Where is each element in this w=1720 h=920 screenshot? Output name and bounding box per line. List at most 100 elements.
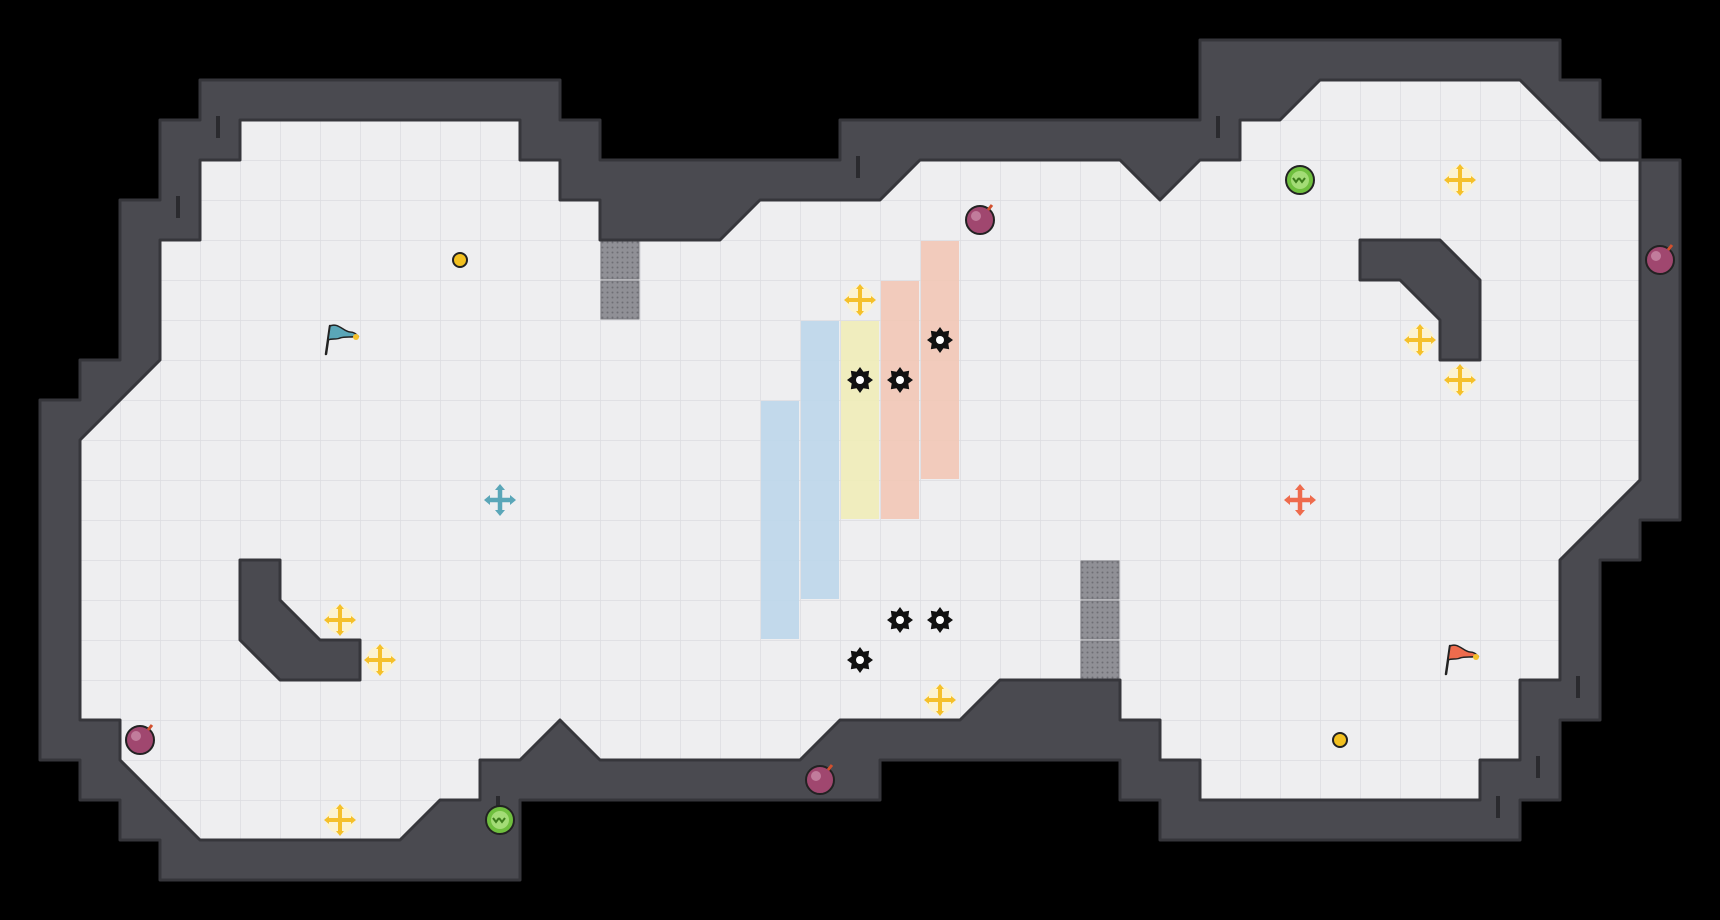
powerup-arrow [336, 804, 344, 809]
powerup-arrow [1456, 164, 1464, 169]
powerup-arrow [1471, 376, 1476, 384]
powerup-cross [1447, 367, 1473, 393]
powerup-arrow [1444, 176, 1449, 184]
boost-chevrons [1292, 177, 1306, 184]
powerup-arrow [936, 684, 944, 689]
red-zone [881, 281, 919, 519]
spawn-arrow [484, 495, 490, 505]
powerup-arrow [351, 616, 356, 624]
powerup-arrow [1456, 191, 1464, 196]
bomb-shine [811, 771, 821, 781]
powerup-arrow [936, 711, 944, 716]
dotted-block [1080, 640, 1120, 680]
powerup-arrow [364, 656, 369, 664]
flag-tip [353, 334, 359, 340]
powerup-arrow [351, 816, 356, 824]
powerup-icon [1444, 164, 1476, 196]
neutral-zone [841, 321, 879, 519]
powerup-icon [324, 604, 356, 636]
spawn-arrow [495, 484, 505, 490]
wall-notch [1216, 116, 1220, 138]
bomb-fuse [1666, 244, 1674, 251]
bomb-fuse [986, 204, 994, 211]
powerup-arrow [1416, 351, 1424, 356]
spike-center [856, 656, 864, 664]
powerup-arrow [844, 296, 849, 304]
flag-icon [324, 324, 360, 356]
powerup-cross [847, 287, 873, 313]
inner-wall-left [238, 558, 362, 682]
bomb-shine [1651, 251, 1661, 261]
bomb-fuse [146, 724, 154, 731]
powerup-arrow [1444, 376, 1449, 384]
spike-icon [847, 367, 873, 393]
powerup-arrow [856, 311, 864, 316]
wall-notch [1576, 676, 1580, 698]
bomb-icon [965, 204, 995, 235]
powerup-arrow [1456, 391, 1464, 396]
powerup-arrow [951, 696, 956, 704]
bomb-icon [125, 724, 155, 755]
spawn-arrow [1295, 510, 1305, 516]
powerup-arrow [376, 671, 384, 676]
wall-notch [1536, 756, 1540, 778]
powerup-arrow [1416, 324, 1424, 329]
wall-notch [856, 156, 860, 178]
bomb-body [125, 725, 155, 755]
wall-notch [176, 196, 180, 218]
spike-center [936, 616, 944, 624]
powerup-cross [1407, 327, 1433, 353]
spike-center [896, 616, 904, 624]
powerup-cross [367, 647, 393, 673]
powerup-arrow [856, 284, 864, 289]
bomb-body [1645, 245, 1675, 275]
marks [125, 164, 1675, 836]
dotted-block [600, 240, 640, 280]
dot-icon [1332, 732, 1348, 748]
boost-icon [1285, 165, 1315, 195]
powerup-arrow [1431, 336, 1436, 344]
spawn-icon [1284, 484, 1316, 516]
spawn-cross [1285, 485, 1315, 515]
spike-icon [887, 607, 913, 633]
powerup-cross [327, 807, 353, 833]
powerup-arrow [336, 831, 344, 836]
powerup-icon [324, 804, 356, 836]
spawn-arrow [1295, 484, 1305, 490]
powerup-cross [927, 687, 953, 713]
spawn-arrow [495, 510, 505, 516]
wall-notch [1496, 796, 1500, 818]
powerup-icon [1444, 364, 1476, 396]
spike-icon [927, 327, 953, 353]
powerup-arrow [1456, 364, 1464, 369]
powerup-arrow [1404, 336, 1409, 344]
bomb-fuse [826, 764, 834, 771]
spike-icon [887, 367, 913, 393]
spike-center [936, 336, 944, 344]
powerup-icon [1404, 324, 1436, 356]
powerup-arrow [324, 816, 329, 824]
powerup-arrow [924, 696, 929, 704]
powerup-arrow [336, 604, 344, 609]
powerup-arrow [376, 644, 384, 649]
powerup-arrow [324, 616, 329, 624]
spike-icon [847, 647, 873, 673]
inner-wall-right [1358, 238, 1482, 362]
bomb-shine [131, 731, 141, 741]
bomb-icon [1645, 244, 1675, 275]
dotted-block [1080, 600, 1120, 640]
red-zone [921, 241, 959, 479]
boost-icon [485, 805, 515, 835]
wall-notch [216, 116, 220, 138]
blue-zone [801, 321, 839, 599]
flag-tip [1473, 654, 1479, 660]
powerup-arrow [1471, 176, 1476, 184]
spawn-icon [484, 484, 516, 516]
powerup-icon [924, 684, 956, 716]
spawn-arrow [1284, 495, 1290, 505]
powerup-icon [844, 284, 876, 316]
spike-center [896, 376, 904, 384]
